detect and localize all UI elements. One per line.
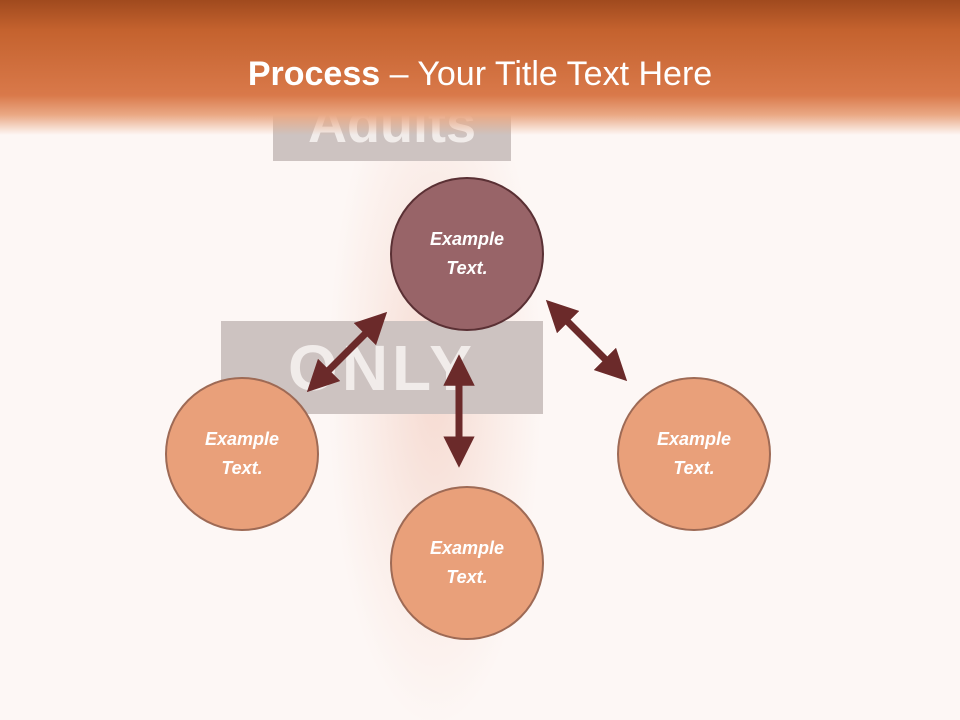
right-node-label: Example Text. (656, 429, 732, 478)
title-rest: – Your Title Text Here (380, 55, 713, 93)
slide-title: Process – Your Title Text Here (0, 52, 960, 96)
bottom-node[interactable]: Example Text. (390, 486, 544, 640)
left-node-label: Example Text. (204, 429, 280, 478)
left-node[interactable]: Example Text. (165, 377, 319, 531)
title-bold: Process (247, 55, 381, 93)
right-node[interactable]: Example Text. (617, 377, 771, 531)
center-node-label: Example Text. (429, 229, 505, 278)
arrow-center-left (306, 311, 388, 393)
title-banner (0, 0, 960, 135)
arrow-center-right (545, 299, 628, 382)
center-node[interactable]: Example Text. (390, 177, 544, 331)
bottom-node-label: Example Text. (429, 538, 505, 587)
